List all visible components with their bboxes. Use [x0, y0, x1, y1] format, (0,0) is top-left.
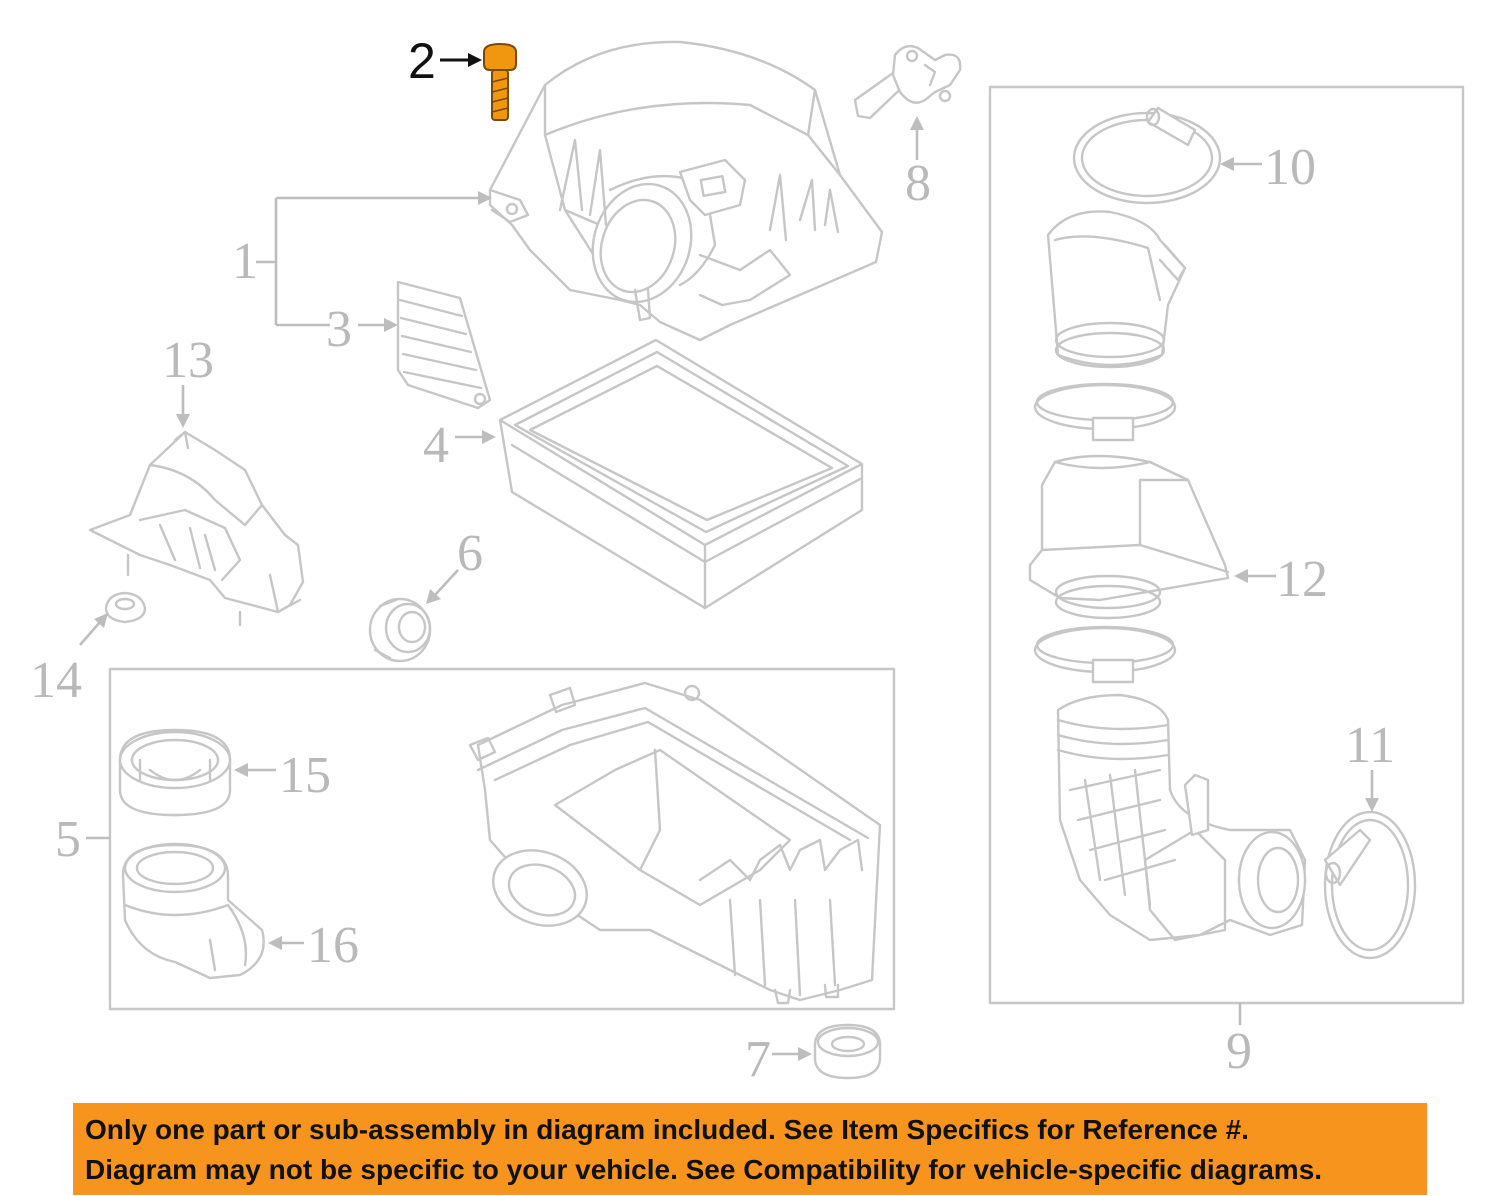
air-cleaner-lower-housing: [468, 681, 882, 1005]
callout-8: 8: [905, 155, 931, 212]
callout-2: 2: [408, 33, 436, 89]
callout-11: 11: [1345, 717, 1395, 774]
hose-clamp-10: [1072, 106, 1222, 205]
callout-14: 14: [30, 652, 82, 709]
grommet-6: [368, 597, 432, 663]
callout-4: 4: [423, 417, 449, 474]
inlet-adapter-16: [121, 842, 265, 980]
callout-13: 13: [162, 332, 214, 389]
callout-12: 12: [1276, 551, 1328, 608]
notice-line-2: Diagram may not be specific to your vehi…: [85, 1154, 1323, 1185]
air-intake-hose-assembly: [1028, 210, 1307, 942]
housing-screen-grille: [396, 280, 492, 410]
callout-7: 7: [745, 1031, 771, 1088]
mass-air-flow-sensor: [853, 44, 962, 120]
hose-clamp-11: [1323, 810, 1417, 960]
notice-line-1: Only one part or sub-assembly in diagram…: [85, 1114, 1249, 1145]
callout-1: 1: [232, 233, 258, 290]
callout-10: 10: [1264, 139, 1316, 196]
callout-15: 15: [279, 747, 331, 804]
group-box-9: [988, 85, 1465, 1005]
callout-leaders: [79, 53, 1379, 1061]
callout-16: 16: [307, 917, 359, 974]
clip-14: [104, 591, 147, 624]
grommet-7: [813, 1023, 882, 1080]
seal-ring-15: [118, 728, 232, 817]
air-cleaner-upper-housing: [488, 40, 884, 342]
notice-banner: Only one part or sub-assembly in diagram…: [73, 1103, 1427, 1195]
callout-5: 5: [55, 811, 81, 868]
callout-3: 3: [326, 301, 352, 358]
air-filter-element: [498, 338, 864, 610]
resonator-13: [88, 430, 305, 627]
bolt-highlighted-part: [483, 42, 517, 121]
callout-9: 9: [1226, 1023, 1252, 1080]
callout-6: 6: [457, 525, 483, 582]
